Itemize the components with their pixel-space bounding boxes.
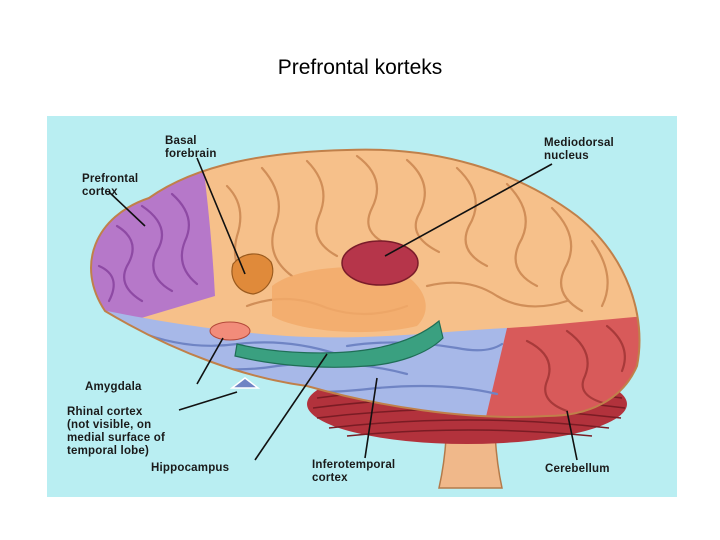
label-cerebellum: Cerebellum xyxy=(545,463,610,475)
mediodorsal-nucleus xyxy=(342,241,418,285)
brain-illustration: Basal forebrain Mediodorsal nucleus Pref… xyxy=(47,116,677,497)
brain-diagram: Basal forebrain Mediodorsal nucleus Pref… xyxy=(47,116,677,497)
label-amygdala: Amygdala xyxy=(85,381,142,393)
label-hippocampus: Hippocampus xyxy=(151,462,229,474)
slide-title: Prefrontal korteks xyxy=(0,56,720,80)
amygdala xyxy=(210,322,250,340)
